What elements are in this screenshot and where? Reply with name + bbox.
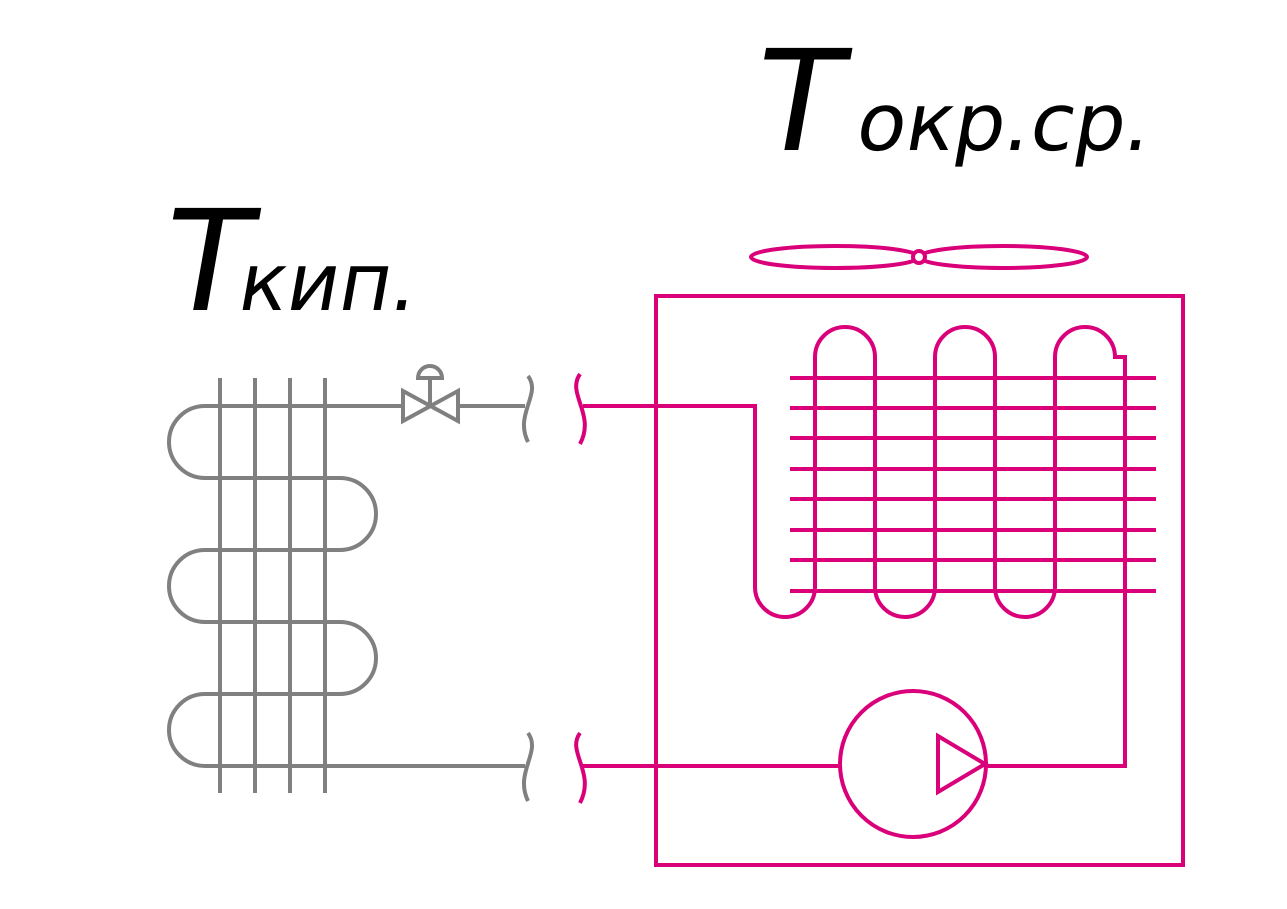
ambient-temperature-label: T окр.ср. bbox=[742, 21, 1161, 184]
boiling-temperature-label: T кип. bbox=[150, 181, 426, 344]
condenser-housing bbox=[654, 294, 1185, 867]
pipe-break-mark bbox=[574, 731, 587, 804]
boiling-temperature-subscript: кип. bbox=[232, 237, 426, 330]
condenser-fan-icon bbox=[749, 244, 1089, 270]
pipe-break-mark bbox=[574, 372, 587, 445]
pipe-break-mark bbox=[521, 731, 535, 802]
condenser-unit bbox=[574, 244, 1185, 867]
condenser-fins bbox=[790, 376, 1156, 593]
evaporator-unit bbox=[167, 364, 535, 802]
compressor-icon bbox=[838, 689, 989, 839]
evaporator-coil bbox=[167, 404, 525, 768]
pipe-break-mark bbox=[521, 374, 535, 443]
ambient-temperature-symbol: T bbox=[742, 21, 858, 184]
condenser-coil bbox=[583, 325, 1127, 768]
expansion-valve-icon bbox=[401, 364, 460, 425]
ambient-temperature-subscript: окр.ср. bbox=[850, 77, 1160, 170]
